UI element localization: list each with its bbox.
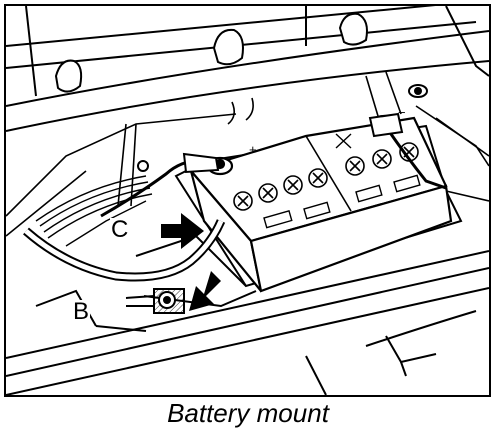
front-panel: [6, 250, 489, 395]
negative-terminal-mark: −: [398, 105, 406, 120]
positive-terminal-mark: +: [249, 142, 257, 157]
positive-cable: [100, 152, 220, 218]
callout-c-label: C: [110, 216, 130, 243]
battery: [189, 114, 453, 293]
arrow-to-mounting-bolt: [189, 271, 221, 311]
figure-caption: Battery mount: [167, 398, 329, 428]
arrow-to-cable-connection: [161, 213, 204, 249]
callout-b-label: B: [72, 298, 91, 325]
hood-clips: [54, 12, 428, 98]
negative-cable: [368, 112, 447, 190]
ground-cable: [23, 219, 226, 282]
wiring-harness: [35, 175, 153, 247]
diagram-frame: + −: [4, 4, 491, 397]
hood-panel: [6, 6, 489, 132]
mounting-bolt: [125, 288, 185, 314]
harness-grommet: [137, 160, 149, 172]
battery-compartment-illustration: + −: [6, 6, 489, 395]
